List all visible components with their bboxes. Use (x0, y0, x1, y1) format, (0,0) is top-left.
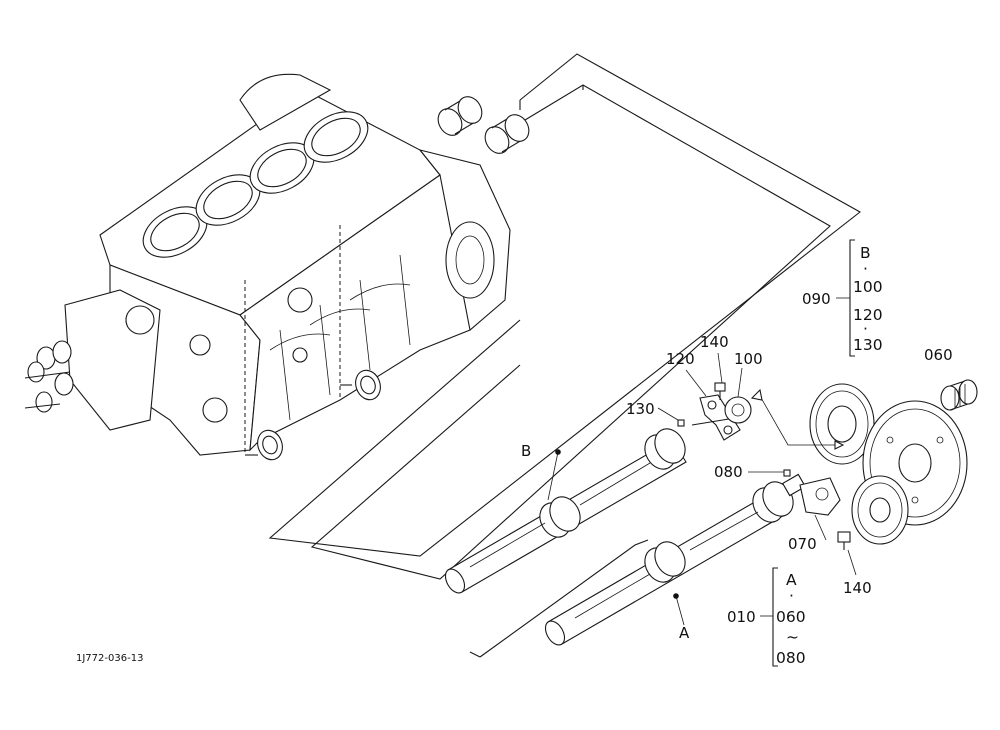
shaft-label-a: A (679, 624, 690, 642)
group-a-dot: · (789, 587, 794, 605)
pin-130 (677, 419, 685, 427)
group-a-item-2: 080 (776, 649, 806, 667)
frame-outer (268, 53, 861, 557)
bushings-left (24, 340, 74, 413)
bushings-top (437, 96, 530, 154)
bracket-010 (760, 567, 778, 667)
cam-gear-upper (809, 383, 875, 465)
cylinder-block (64, 73, 511, 456)
leader-lines (547, 352, 857, 626)
bracket-090 (836, 239, 855, 357)
bushings-bottom (245, 369, 381, 461)
group-a-range: ~ (786, 628, 799, 646)
callout-100: 100 (734, 350, 763, 368)
callout-130: 130 (626, 400, 655, 418)
governor-lever (691, 394, 741, 441)
callout-120: 120 (666, 350, 695, 368)
drawing-reference: 1J772-036-13 (76, 653, 143, 664)
dot-b (555, 449, 561, 455)
group-a-item-1: 060 (776, 608, 806, 626)
frame-lower (469, 539, 649, 658)
group-b-marker: B (860, 244, 871, 262)
callout-060: 060 (924, 346, 953, 364)
callout-080: 080 (714, 463, 743, 481)
pin-080 (783, 469, 791, 477)
gear-100 (724, 396, 752, 424)
group-b-dot-2: · (863, 320, 868, 338)
group-a-marker: A (786, 571, 797, 589)
callout-090: 090 (802, 290, 831, 308)
group-b-dot: · (863, 260, 868, 278)
camshaft-a (544, 473, 807, 646)
callout-010: 010 (727, 608, 756, 626)
bolt-140-top (714, 382, 726, 400)
plate-070 (799, 477, 841, 516)
bolt-140-bottom (837, 531, 851, 550)
shaft-label-b: B (521, 442, 531, 460)
group-b-item-1: 100 (853, 278, 883, 296)
cam-gear-lower (851, 475, 909, 545)
callout-140-top: 140 (700, 333, 729, 351)
group-b-item-3: 130 (853, 336, 883, 354)
bearing-060 (940, 379, 978, 411)
frame-inner (310, 84, 831, 580)
callout-070: 070 (788, 535, 817, 553)
group-b-item-2: 120 (853, 306, 883, 324)
callout-140-bottom: 140 (843, 579, 872, 597)
camshaft-b (444, 428, 687, 594)
dot-a (673, 593, 679, 599)
